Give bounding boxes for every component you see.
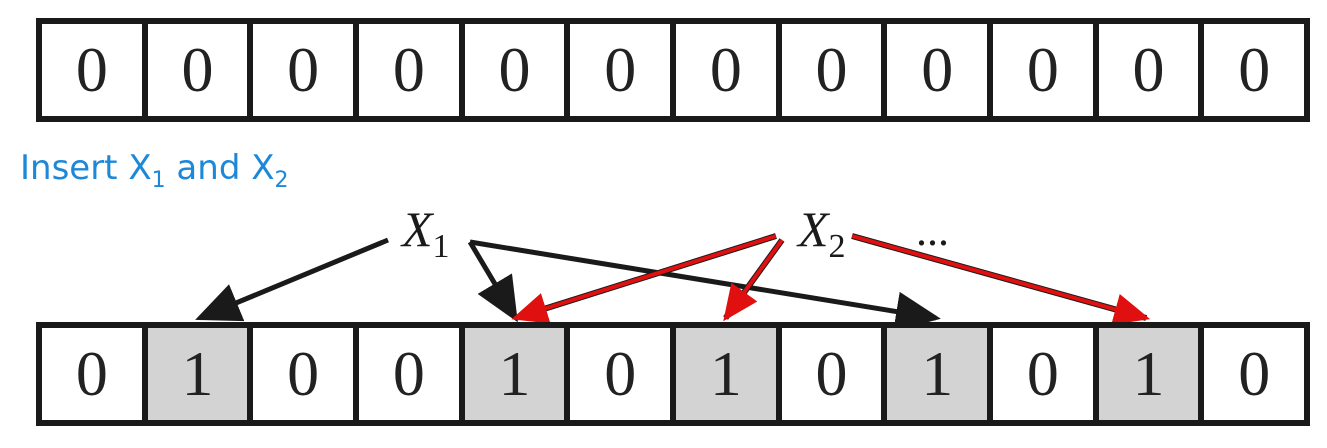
x2-subscript: 2	[828, 228, 846, 265]
caption-sub-1: 1	[151, 167, 166, 193]
bottom-bit-cell-10: 1	[1098, 328, 1205, 420]
x2-arrow-shadow-6	[723, 238, 785, 320]
bottom-bit-cell-4: 1	[464, 328, 571, 420]
bottom-bit-cell-5: 0	[570, 328, 677, 420]
bottom-bit-cell-11: 0	[1204, 328, 1305, 420]
top-bit-cell-7: 0	[781, 24, 888, 116]
top-bit-cell-10: 0	[1098, 24, 1205, 116]
insert-caption: Insert X1 and X2	[20, 148, 289, 193]
caption-middle: and X	[165, 148, 275, 188]
x2-arrow-shadow-4	[514, 233, 777, 321]
bottom-bit-cell-3: 0	[359, 328, 465, 420]
top-bit-cell-4: 0	[464, 24, 571, 116]
x1-letter: X	[402, 201, 433, 257]
top-bit-cell-2: 0	[253, 24, 360, 116]
bottom-bit-cell-7: 0	[781, 328, 888, 420]
element-x2-label: X2	[798, 200, 846, 266]
bottom-bit-cell-1: 1	[147, 328, 254, 420]
x1-arrow-to-bit-1	[195, 237, 389, 322]
top-bit-cell-0: 0	[42, 24, 148, 116]
bottom-bit-cell-2: 0	[253, 328, 360, 420]
x2-arrow-shadow-10	[851, 233, 1148, 321]
x2-arrow-to-bit-6	[723, 238, 784, 322]
bottom-bit-cell-6: 1	[676, 328, 782, 420]
top-bit-cell-6: 0	[676, 24, 782, 116]
x2-arrow-to-bit-4	[511, 234, 777, 324]
x2-arrow-to-bit-10	[851, 234, 1151, 325]
x1-arrow-to-bit-8	[469, 239, 941, 332]
top-bit-cell-11: 0	[1204, 24, 1305, 116]
bottom-bit-cell-8: 1	[887, 328, 994, 420]
top-bit-cell-1: 0	[147, 24, 254, 116]
x1-subscript: 1	[432, 228, 450, 265]
bottom-bit-cell-0: 0	[42, 328, 148, 420]
top-bit-cell-8: 0	[887, 24, 994, 116]
x2-letter: X	[798, 201, 829, 257]
bottom-bit-cell-9: 0	[993, 328, 1099, 420]
more-elements-ellipsis: ...	[916, 206, 949, 255]
element-x1-label: X1	[402, 200, 450, 266]
top-bit-cell-9: 0	[993, 24, 1099, 116]
x1-arrow-to-bit-4	[467, 240, 518, 323]
top-bit-cell-3: 0	[359, 24, 465, 116]
caption-sub-2: 2	[274, 167, 289, 193]
top-bit-cell-5: 0	[570, 24, 677, 116]
caption-prefix: Insert X	[20, 148, 152, 188]
